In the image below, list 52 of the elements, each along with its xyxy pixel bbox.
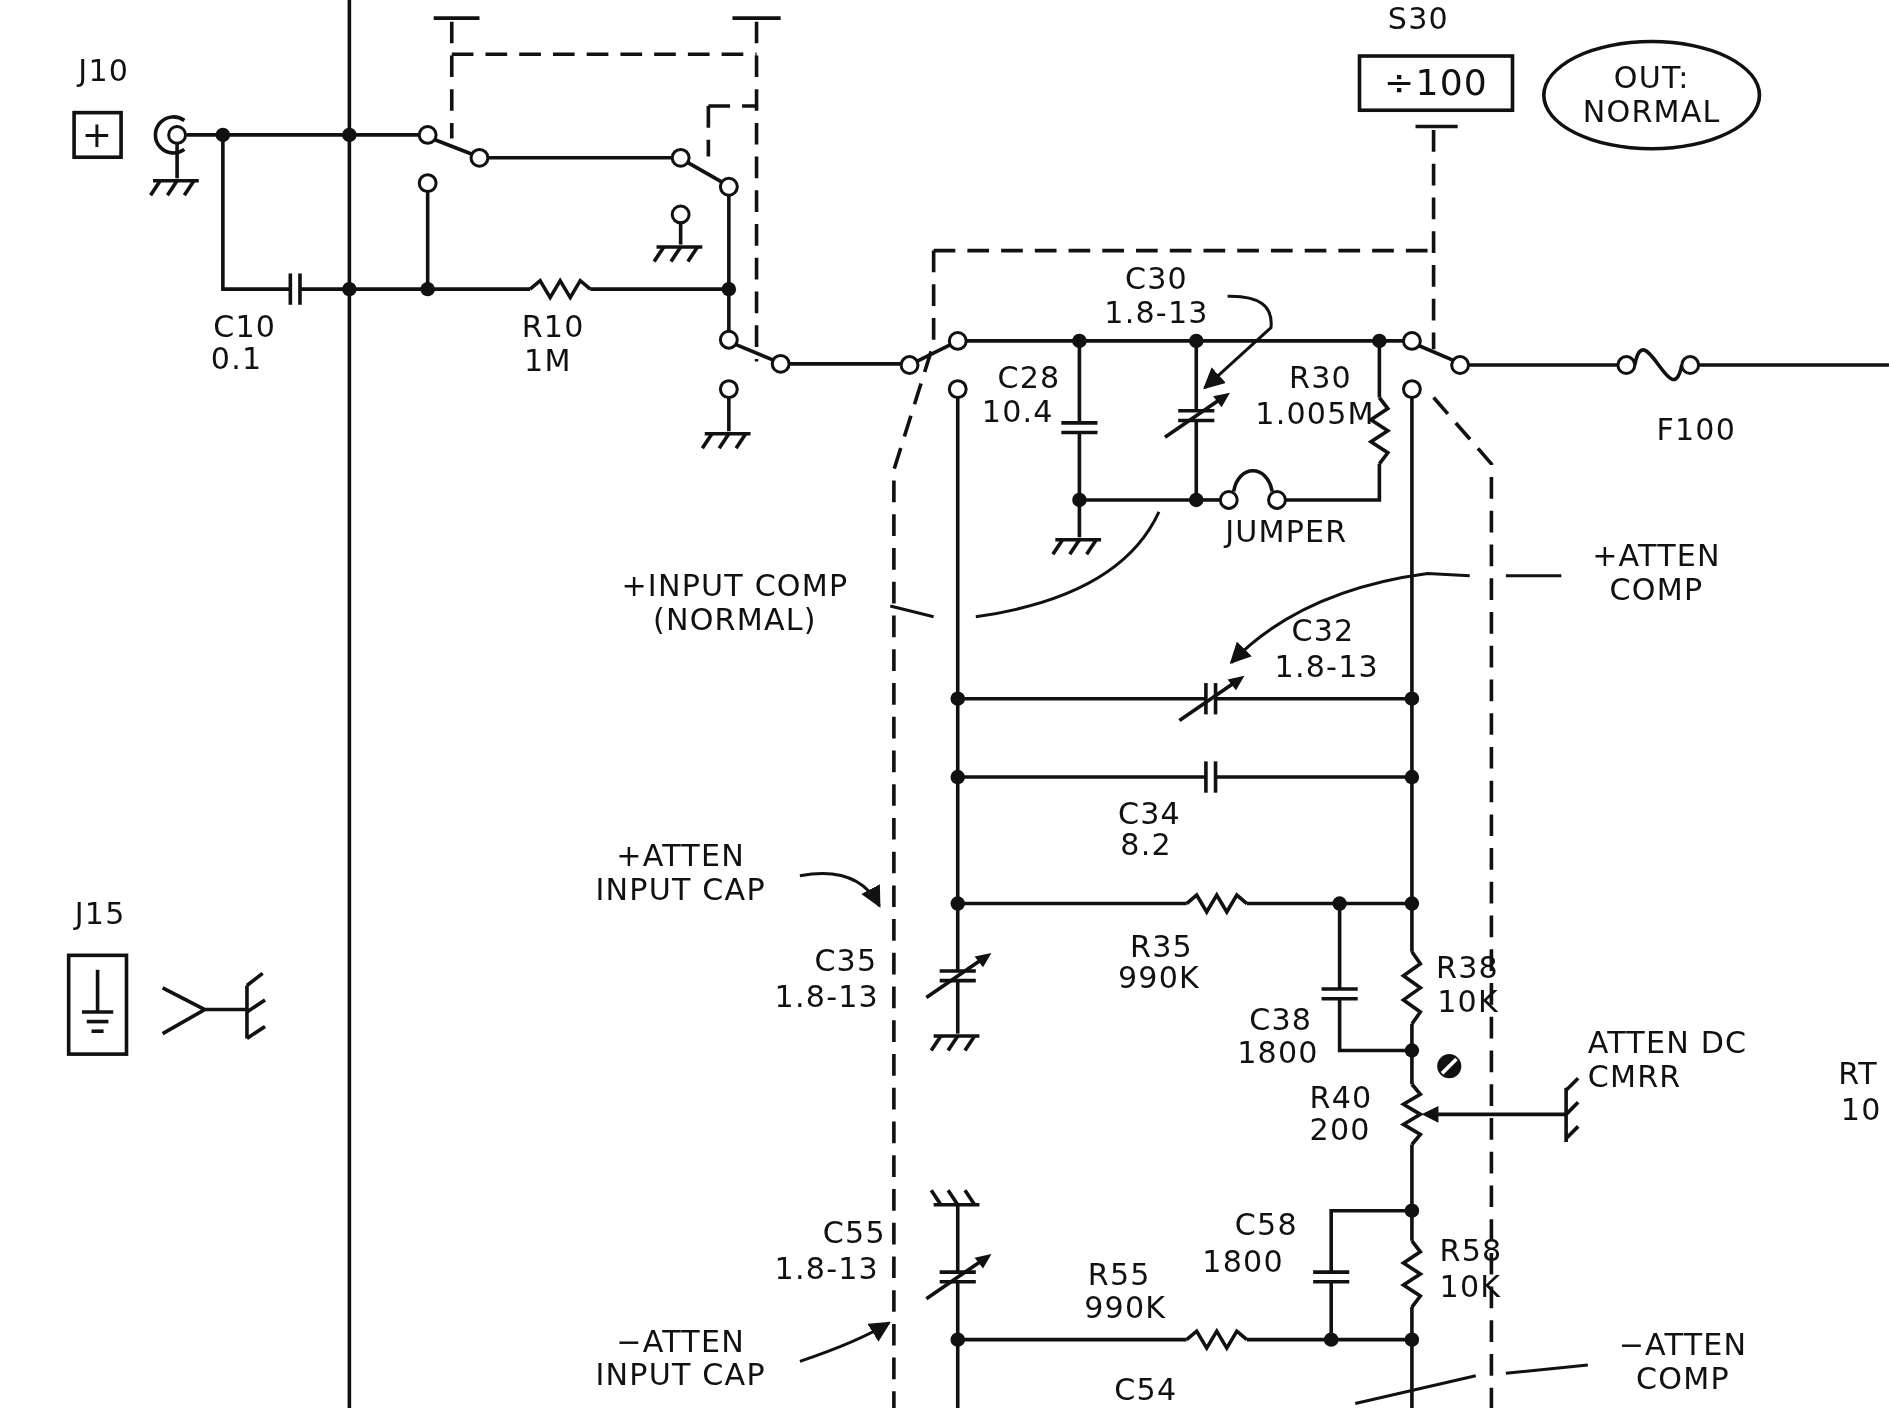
component-label: 10 — [1840, 1093, 1882, 1128]
leader-line — [1353, 1363, 1590, 1405]
callout-label: −ATTEN INPUT CAP — [566, 1325, 796, 1398]
component-label: C10 — [213, 310, 277, 345]
component-label: J10 — [78, 54, 130, 88]
component-label: R35 — [1130, 930, 1193, 964]
component-label: 1.8-13 — [774, 1252, 879, 1287]
component-label: 1.8-13 — [1103, 296, 1210, 331]
component-label: 10K — [1437, 985, 1499, 1020]
component-label: 200 — [1309, 1113, 1371, 1147]
component-label: C30 — [1124, 262, 1189, 297]
component-label: R40 — [1309, 1081, 1373, 1116]
leader-line — [799, 1321, 891, 1363]
component-label: 1.8-13 — [1274, 650, 1379, 685]
component-label: C38 — [1249, 1003, 1313, 1038]
leader-line — [1203, 294, 1273, 390]
component-label: 1800 — [1237, 1036, 1319, 1070]
component-label: 0.1 — [210, 342, 263, 376]
switch-position-note: OUT: NORMAL — [1542, 39, 1762, 151]
component-label: 990K — [1084, 1291, 1167, 1326]
component-label: C54 — [1114, 1373, 1178, 1408]
component-label: 10.4 — [981, 395, 1054, 429]
component-label: 1M — [524, 344, 572, 379]
component-label: R10 — [521, 310, 585, 345]
component-label: 1.8-13 — [774, 980, 879, 1015]
callout-label: −ATTEN COMP — [1592, 1328, 1774, 1402]
component-label: C28 — [997, 361, 1061, 396]
callout-label: +ATTEN INPUT CAP — [566, 839, 796, 912]
leader-line — [888, 510, 1161, 619]
component-label: 1800 — [1202, 1245, 1284, 1280]
component-label: 10K — [1439, 1270, 1502, 1305]
callout-label: +ATTEN COMP — [1566, 539, 1747, 612]
component-label: C32 — [1291, 614, 1355, 649]
component-label: 990K — [1117, 961, 1201, 996]
component-label: F100 — [1656, 413, 1737, 447]
component-label: R30 — [1289, 361, 1352, 396]
polarity-marker: + — [72, 110, 123, 159]
leader-line — [1229, 571, 1563, 665]
component-label: R58 — [1439, 1234, 1503, 1269]
switch-setting-box: ÷100 — [1357, 54, 1515, 113]
leader-line — [799, 872, 881, 908]
component-label: S30 — [1387, 2, 1449, 37]
callout-label: +INPUT COMP (NORMAL) — [584, 569, 886, 643]
component-label: JUMPER — [1225, 515, 1348, 550]
component-label: ATTEN DC CMRR — [1587, 1026, 1749, 1094]
component-label: 1.005M — [1255, 397, 1375, 432]
component-label: C35 — [814, 944, 878, 979]
component-label: C58 — [1234, 1208, 1298, 1243]
component-label: C55 — [822, 1216, 886, 1251]
component-label: RT — [1838, 1057, 1878, 1092]
component-label: R55 — [1087, 1258, 1151, 1293]
component-label: J15 — [74, 897, 126, 932]
